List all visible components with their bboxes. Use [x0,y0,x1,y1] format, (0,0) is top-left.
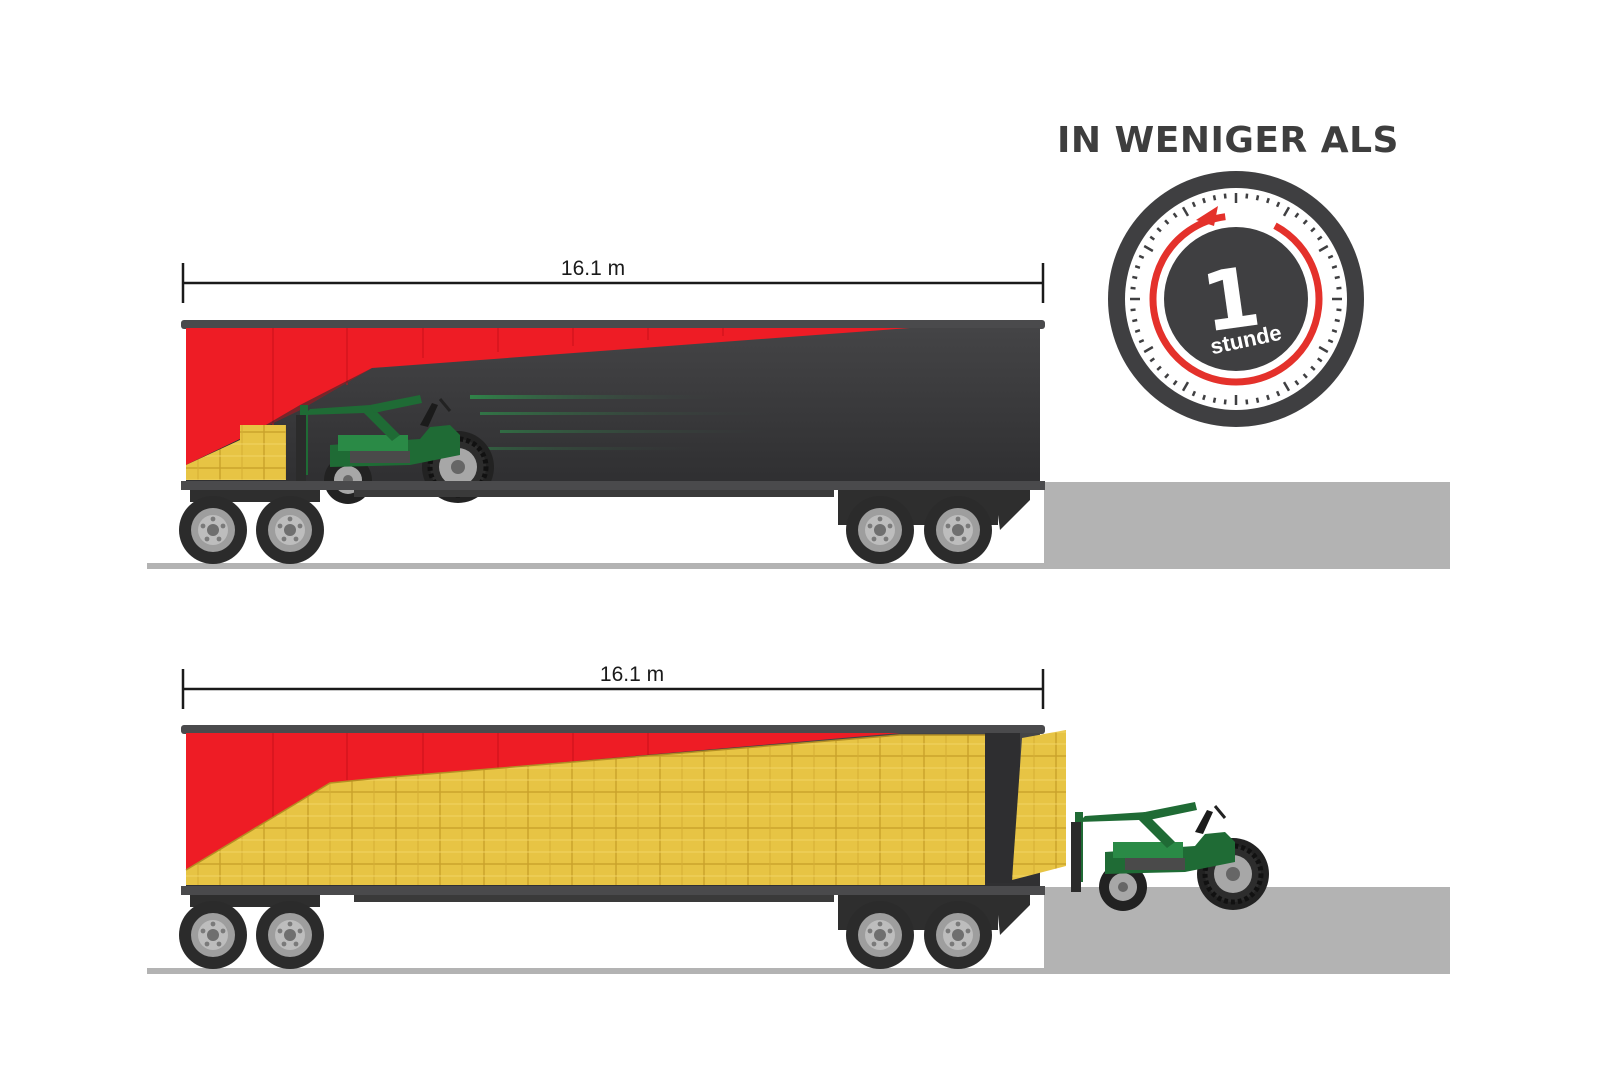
hay-bale-icon [186,735,985,885]
red-curtain [186,328,910,465]
clock-tick [1327,254,1334,260]
clock-tick [1172,379,1178,386]
clock-tick [1336,308,1342,312]
clock-tick [1149,235,1156,241]
clock-tick [1294,379,1300,386]
clock-tick [1181,381,1190,392]
clock-tick [1275,201,1281,208]
clock-tick [1212,195,1217,201]
clock-tick [1245,399,1249,405]
clock-tick [1327,338,1334,344]
trailer-wheel [846,901,914,969]
clock-tick [1143,345,1154,354]
clock-tick [1316,357,1323,363]
clock-number: 1 [1196,249,1266,351]
trailer-wheel [256,496,324,564]
dimension-label: 16.1 m [561,257,625,280]
clock-tick [1255,195,1260,201]
clock-tick [1266,197,1270,204]
clock-tick [1156,365,1162,371]
clock-tick [1310,227,1316,233]
clock-tick [1318,244,1329,253]
trailer-wheel [179,496,247,564]
clock-tick [1138,254,1145,260]
clock-tick [1130,308,1136,312]
clock-tick [1334,275,1340,280]
headline: IN WENIGER ALS [1057,120,1399,161]
hay-bale-icon [186,440,240,480]
clock-tick [1336,286,1342,290]
clock-tick [1282,206,1291,217]
clock-tick [1134,265,1141,269]
clock-tick [1132,275,1138,280]
hay-bale-icon [240,425,286,480]
trailer-wheel [179,901,247,969]
clock-tick [1191,390,1197,397]
clock-tick [1275,390,1281,397]
clock-tick [1302,219,1308,225]
loading-dock [1044,482,1450,569]
clock-tick [1138,338,1145,344]
clock-tick [1334,318,1340,323]
stopwatch-icon: 1 stunde [1108,171,1364,427]
top-trailer-scene: 16.1 m [147,257,1450,569]
clock-tick [1149,357,1156,363]
clock-tick [1310,365,1316,371]
clock-tick [1172,212,1178,219]
clock-tick [1202,197,1206,204]
trailer-wheel [256,901,324,969]
clock-tick [1130,286,1136,290]
clock-tick [1181,206,1190,217]
hay-bale-icon [1012,730,1066,880]
clock-tick [1164,219,1170,225]
clock-tick [1191,201,1197,208]
clock-tick [1245,193,1249,199]
clock-tick [1132,318,1138,323]
clock-tick [1282,381,1291,392]
ground-line [147,968,1044,974]
clock-tick [1294,212,1300,219]
clock-tick [1255,397,1260,403]
clock-tick [1134,329,1141,333]
clock-tick [1143,244,1154,253]
clock-tick [1223,399,1227,405]
bottom-trailer-scene: 16.1 m [147,663,1450,974]
trailer-wheel [924,496,992,564]
trailer-wheel [846,496,914,564]
clock-tick [1156,227,1162,233]
trailer-wheel [924,901,992,969]
clock-tick [1164,373,1170,379]
clock-tick [1223,193,1227,199]
clock-tick [1202,394,1206,401]
dimension-label: 16.1 m [600,663,664,686]
red-curtain [186,733,900,870]
clock-tick [1266,394,1270,401]
clock-tick [1316,235,1323,241]
clock-tick [1331,329,1338,333]
clock-tick [1302,373,1308,379]
clock-tick [1318,345,1329,354]
ground-line [147,563,1044,569]
clock-tick [1331,265,1338,269]
clock-tick [1212,397,1217,403]
